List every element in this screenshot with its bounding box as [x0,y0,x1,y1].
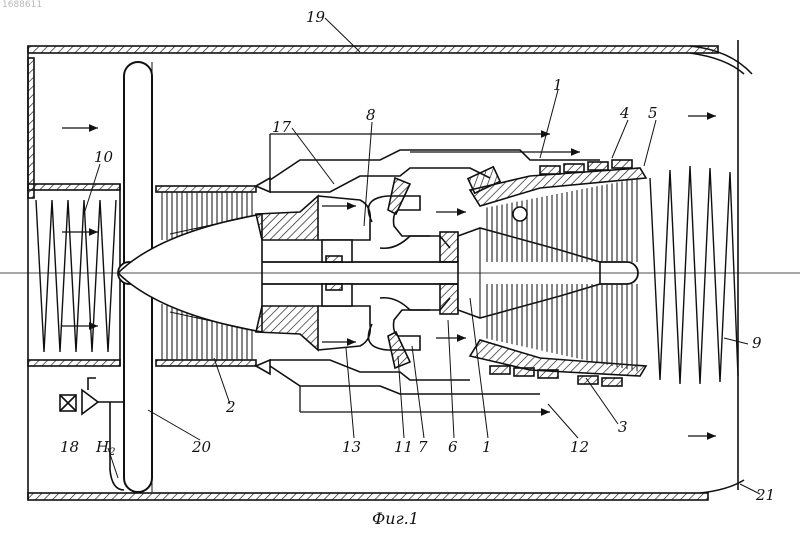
callout-3: 3 [618,420,628,435]
outer-casing-top [28,46,718,53]
turbine-disk-lower [440,284,458,314]
callout-18: 18 [60,440,79,455]
engine-case-upper [156,186,256,192]
callout-20: 20 [192,440,211,455]
callout-11: 11 [394,440,413,455]
callout-17: 17 [272,120,291,135]
upper-inlet-plate [28,58,34,198]
callout-4: 4 [620,106,630,121]
callout-19: 19 [306,10,325,25]
combustor-liner-lower [318,306,370,350]
callout-12: 12 [570,440,589,455]
pump [82,390,98,414]
document-stamp: 1688611 [2,0,42,10]
inlet-duct-top-wall [28,184,120,190]
turbine-disk-upper [440,232,458,262]
callout-21: 21 [756,488,775,503]
engine-case-lower [156,360,256,366]
figure-caption: Фиг.1 [372,509,419,528]
callout-9: 9 [752,336,762,351]
callout-hydrogen: H2 [96,440,115,458]
callout-13: 13 [342,440,361,455]
callout-2: 2 [226,400,236,415]
combustor-liner-upper [318,196,370,240]
callout-7: 7 [418,440,428,455]
diffuser-lower [256,306,318,350]
inlet-duct-bottom-wall [28,360,120,366]
callout-5: 5 [648,106,658,121]
callout-10: 10 [94,150,113,165]
callout-8: 8 [366,108,376,123]
callout-1-lower: 1 [482,440,492,455]
callout-6: 6 [448,440,458,455]
callout-1-upper: 1 [553,78,563,93]
exhaust-heat-exchanger-coil [650,166,738,384]
diffuser-upper [256,196,318,240]
inlet-heat-exchanger-coil [36,200,116,352]
outer-casing-bottom [28,493,708,500]
